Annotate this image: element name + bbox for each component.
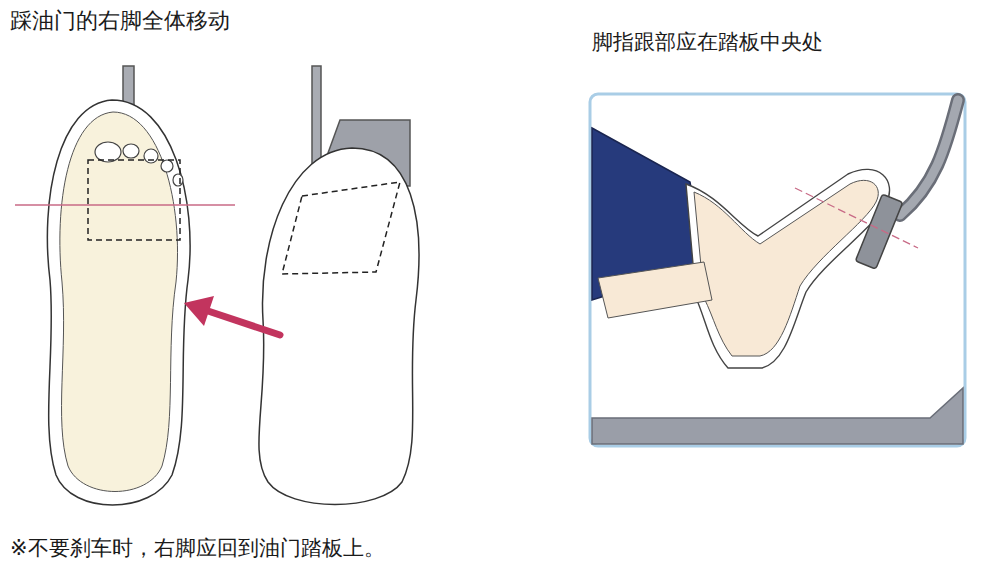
center-line (795, 188, 918, 248)
accelerator-pedal (855, 194, 902, 269)
toes (95, 142, 183, 186)
top-view (15, 66, 419, 505)
move-arrowhead (184, 296, 214, 326)
shoe-outline (47, 100, 190, 505)
foot (694, 180, 878, 356)
ball-zone (282, 182, 400, 274)
center-line (15, 204, 235, 206)
ankle (598, 262, 712, 318)
pedal-arm (900, 100, 958, 215)
foot-on-brake (259, 148, 419, 505)
side-view (590, 94, 965, 446)
right-foot (60, 112, 178, 492)
note-text: ※不要刹车时，右脚应回到油门踏板上。 (10, 536, 385, 561)
panel-frame (590, 94, 965, 446)
floor (592, 388, 963, 444)
pedal-arm (900, 100, 958, 215)
shoe-outline (686, 169, 890, 368)
move-arrow (205, 310, 280, 335)
panel-heading: 踩油门的右脚全体移动 (10, 8, 230, 34)
ball-zone (88, 160, 180, 240)
panel-heading: 脚指跟部应在踏板中央处 (592, 30, 823, 55)
